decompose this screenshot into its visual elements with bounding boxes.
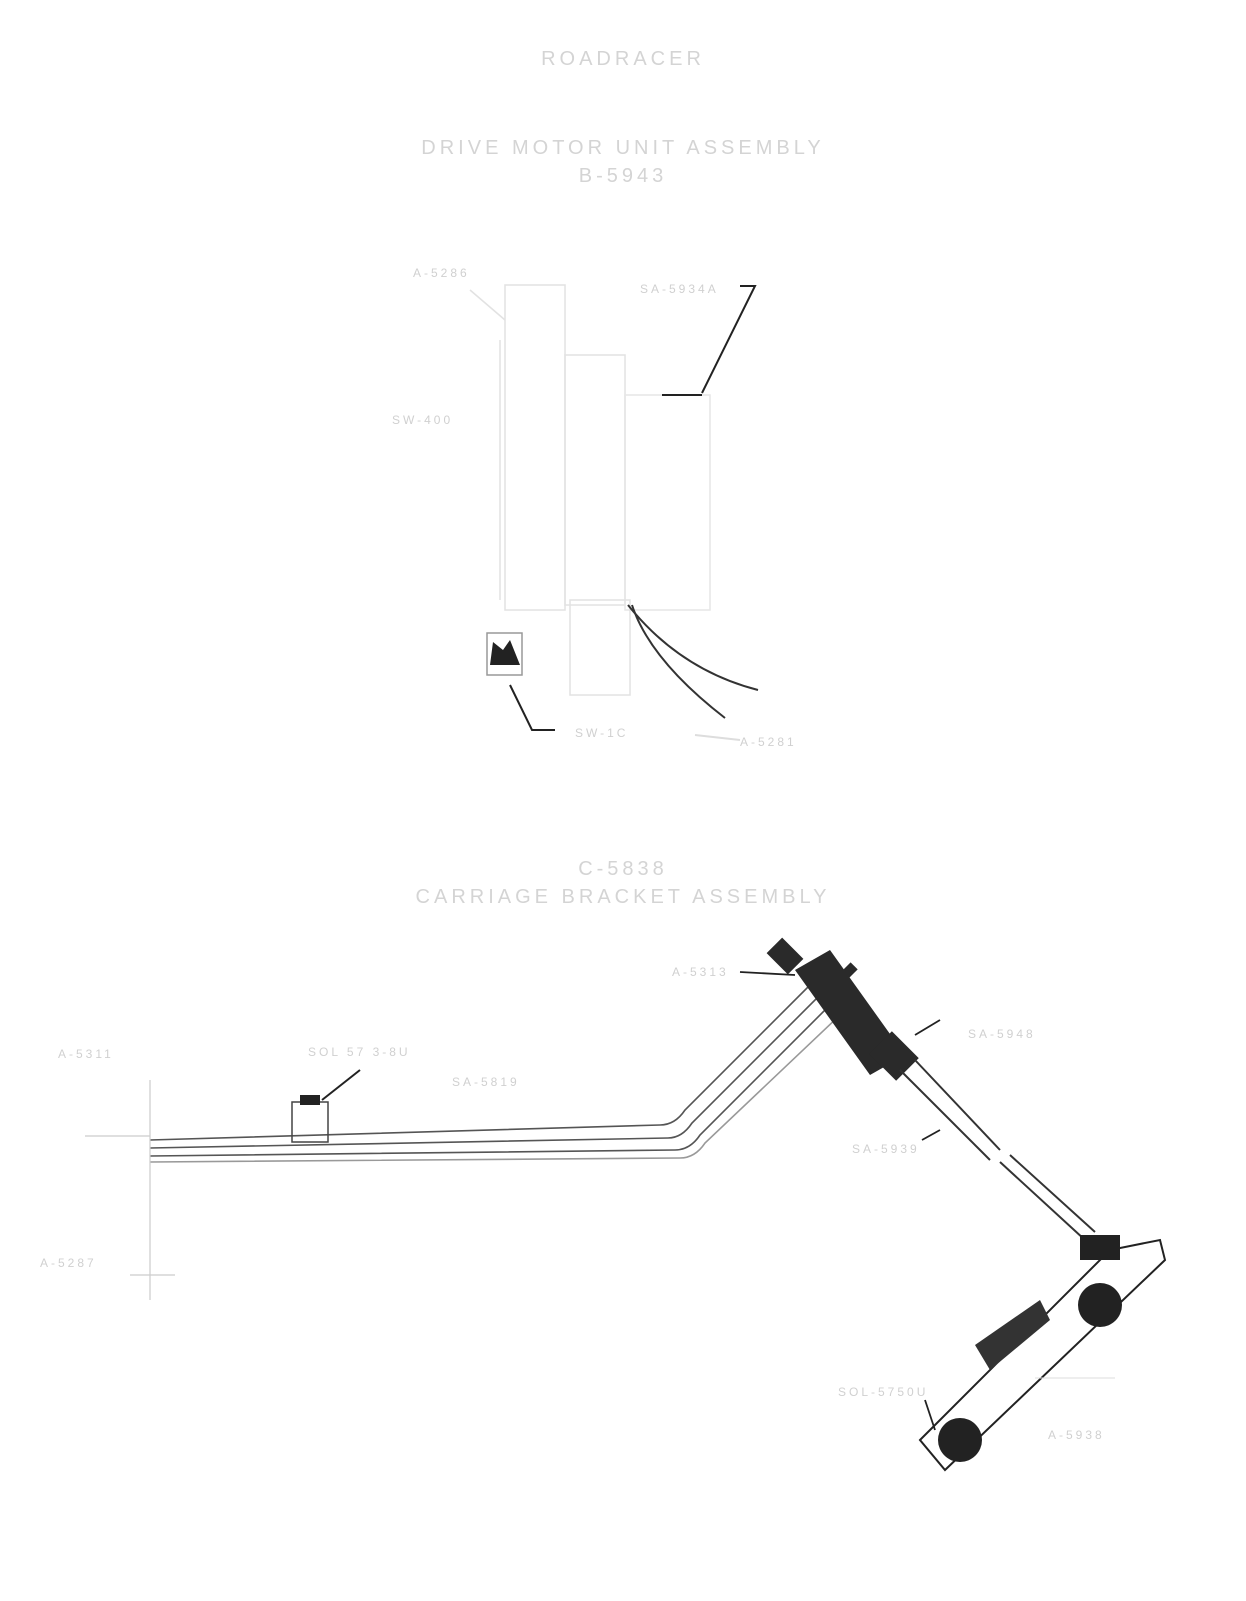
carriage-leader-arrows xyxy=(739,971,941,1431)
label-sa5934a: SA-5934A xyxy=(640,282,719,296)
label-sw400: SW-400 xyxy=(392,413,454,427)
solenoid-part xyxy=(291,1069,361,1143)
carriage-title: CARRIAGE BRACKET ASSEMBLY xyxy=(415,886,831,908)
label-a5311: A-5311 xyxy=(58,1047,114,1061)
page-title: ROADRACER xyxy=(541,48,705,70)
label-sol5750u: SOL-5750U xyxy=(838,1385,929,1399)
motor-wires xyxy=(627,604,759,719)
carriage-rails xyxy=(149,984,841,1163)
label-sa5939: SA-5939 xyxy=(852,1142,920,1156)
slide-rod xyxy=(899,1059,1096,1241)
left-bracket xyxy=(85,1080,175,1300)
carriage-tube xyxy=(766,937,919,1081)
carriage-part-number: C-5838 xyxy=(578,858,668,880)
label-sw1c: SW-1C xyxy=(575,726,629,740)
drive-motor-title: DRIVE MOTOR UNIT ASSEMBLY xyxy=(421,137,825,159)
label-a5938: A-5938 xyxy=(1048,1428,1105,1442)
label-sa5948: SA-5948 xyxy=(968,1027,1036,1041)
label-a5287: A-5287 xyxy=(40,1256,97,1270)
switch-sw1c xyxy=(486,632,523,676)
lower-mechanism xyxy=(918,1235,1167,1472)
label-sa5819: SA-5819 xyxy=(452,1075,520,1089)
label-a5281: A-5281 xyxy=(740,735,797,749)
label-a5313: A-5313 xyxy=(672,965,729,979)
label-sol: SOL 57 3-8U xyxy=(308,1045,411,1059)
drive-motor-unit xyxy=(469,284,711,696)
leader-arrows xyxy=(509,285,757,741)
drive-motor-part-number: B-5943 xyxy=(578,165,668,187)
label-a5286: A-5286 xyxy=(413,266,470,280)
